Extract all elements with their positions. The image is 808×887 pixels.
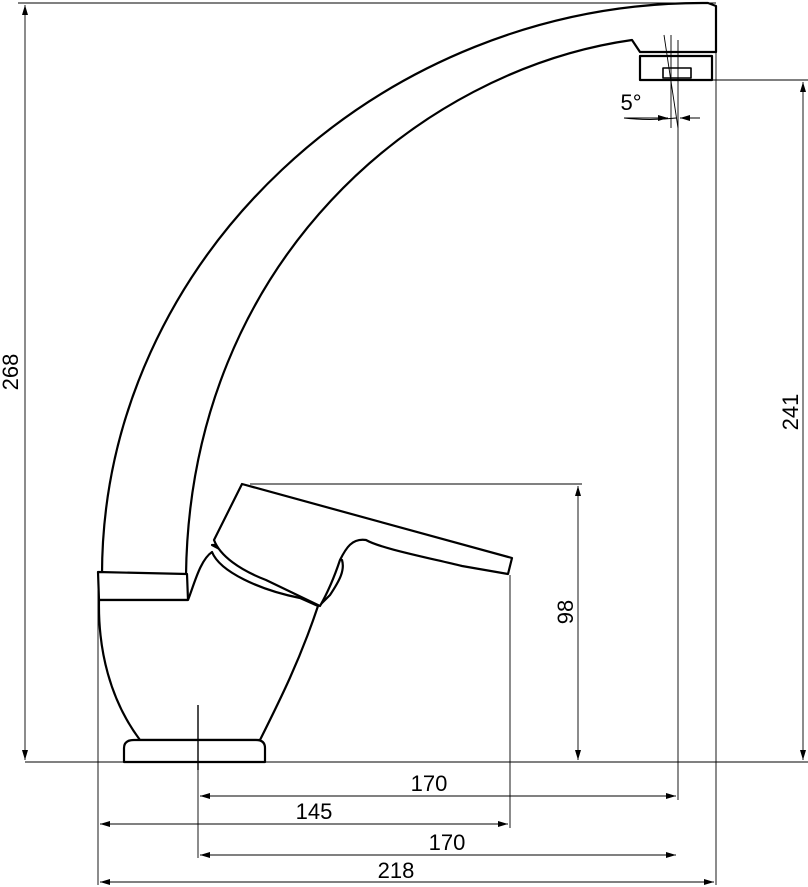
lever-height-label: 98: [553, 600, 578, 624]
aerator-angle-label: 5°: [620, 90, 641, 115]
lever-handle: [212, 482, 514, 608]
dimension-lines: [18, 2, 808, 885]
outlet-height-label: 241: [778, 394, 803, 431]
total-height-label: 268: [0, 354, 23, 391]
overall-length-label: 218: [378, 858, 415, 883]
dimension-labels: 268 241 98 170 145 170 218 5°: [0, 90, 803, 883]
spout: [100, 1, 718, 577]
swivel-collar: [96, 570, 190, 602]
faucet-base-body: [97, 550, 320, 742]
faucet-outline: [96, 1, 718, 770]
lever-reach-label: 145: [296, 799, 333, 824]
base-plate: [122, 738, 267, 764]
aerator-slot: [662, 67, 692, 79]
angle-tilt-line: [663, 34, 679, 129]
spout-reach-top-label: 170: [411, 771, 448, 796]
spout-reach-bottom-label: 170: [429, 830, 466, 855]
